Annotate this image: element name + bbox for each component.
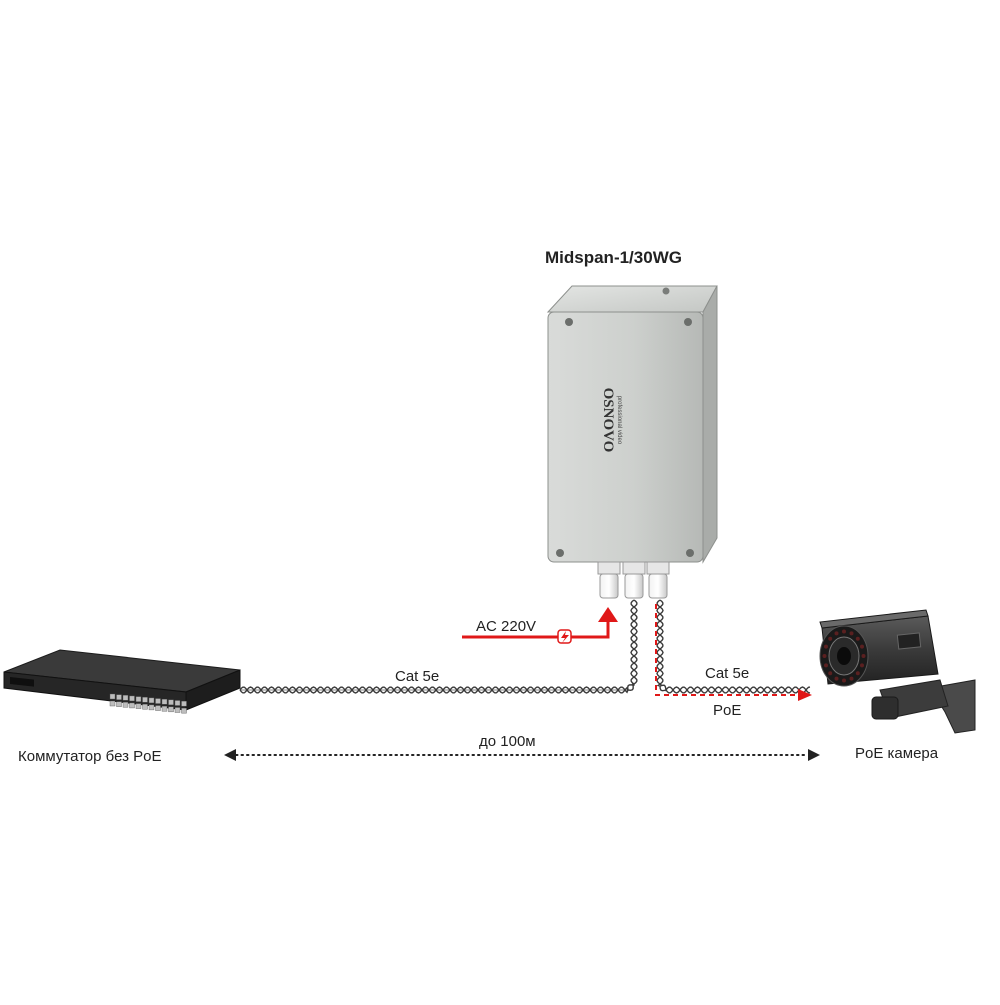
- switch-port-icon: [155, 698, 161, 704]
- ir-led-icon: [860, 663, 864, 668]
- switch-port-icon: [142, 704, 148, 710]
- cable-strand: [656, 599, 811, 694]
- ir-led-icon: [855, 671, 860, 676]
- ir-led-icon: [861, 654, 866, 658]
- poe-line: [655, 604, 798, 696]
- camera-label: PoE камера: [855, 745, 939, 762]
- switch-port-icon: [155, 705, 161, 711]
- distance-arrow-right-icon: [808, 749, 820, 761]
- switch-port-icon: [181, 707, 187, 714]
- switch-port-icon: [148, 704, 155, 711]
- device-title: Midspan-1/30WG: [545, 248, 682, 267]
- brand-logo: OSNOVO professional video: [600, 388, 622, 453]
- switch-port-icon: [168, 699, 174, 706]
- switch-ports: [109, 693, 187, 714]
- switch-port-icon: [122, 702, 129, 708]
- switch-port-icon: [116, 701, 122, 707]
- cable-right-label: Cat 5e: [705, 665, 750, 682]
- switch-port-icon: [122, 695, 129, 701]
- cable-left-label: Cat 5e: [395, 668, 440, 685]
- cable-strand: [656, 599, 811, 694]
- cable-gland-power: [597, 561, 621, 599]
- cable-gland-lan: [622, 561, 646, 599]
- switch-port-icon: [135, 696, 142, 702]
- ir-led-icon: [849, 676, 854, 681]
- power-label: AC 220V: [476, 618, 537, 635]
- ir-led-icon: [828, 671, 833, 676]
- ir-led-icon: [842, 678, 846, 683]
- screw-icon: [556, 549, 564, 557]
- power-line: [462, 620, 610, 639]
- ir-led-icon: [828, 636, 833, 641]
- switch-port-icon: [129, 702, 135, 709]
- power-arrow-icon: [598, 607, 618, 622]
- switch-port-icon: [161, 699, 168, 705]
- cable-strand: [239, 599, 638, 694]
- distance-arrow-left-icon: [224, 749, 236, 761]
- distance-label: до 100м: [479, 733, 536, 750]
- ir-led-icon: [834, 631, 839, 636]
- screw-icon: [684, 318, 692, 326]
- lightning-icon: [557, 629, 572, 644]
- ir-led-icon: [822, 654, 827, 658]
- screw-icon: [686, 549, 694, 557]
- switch-device: [3, 649, 241, 714]
- switch-port-icon: [161, 706, 168, 712]
- midspan-enclosure: OSNOVO professional video: [546, 285, 718, 599]
- cable-strand: [239, 599, 638, 694]
- switch-port-icon: [109, 700, 116, 707]
- switch-label: Коммутатор без PoE: [18, 748, 162, 765]
- poe-camera: [819, 609, 976, 734]
- svg-text:professional video: professional video: [616, 396, 622, 445]
- ir-led-icon: [834, 676, 839, 681]
- ir-led-icon: [824, 663, 828, 668]
- switch-port-icon: [135, 703, 142, 709]
- ir-led-icon: [860, 644, 864, 649]
- switch-port-icon: [142, 697, 148, 703]
- switch-port-icon: [109, 693, 116, 700]
- switch-port-icon: [129, 695, 135, 702]
- poe-label: PoE: [713, 702, 742, 719]
- ir-led-icon: [824, 644, 828, 649]
- screw-icon: [565, 318, 573, 326]
- switch-port-icon: [181, 700, 187, 707]
- poe-arrow-icon: [798, 689, 812, 701]
- svg-text:OSNOVO: OSNOVO: [600, 388, 616, 453]
- ir-leds: [822, 629, 866, 683]
- switch-port-icon: [116, 694, 122, 700]
- switch-port-icon: [174, 700, 181, 706]
- ir-led-icon: [842, 629, 846, 634]
- switch-port-icon: [168, 706, 174, 713]
- cable-gland-poe: [646, 561, 670, 599]
- switch-port-icon: [148, 697, 155, 704]
- twisted-cables: [239, 599, 811, 694]
- ir-led-icon: [855, 636, 860, 641]
- screw-icon: [662, 287, 670, 295]
- switch-port-icon: [174, 707, 181, 713]
- ir-led-icon: [849, 631, 854, 636]
